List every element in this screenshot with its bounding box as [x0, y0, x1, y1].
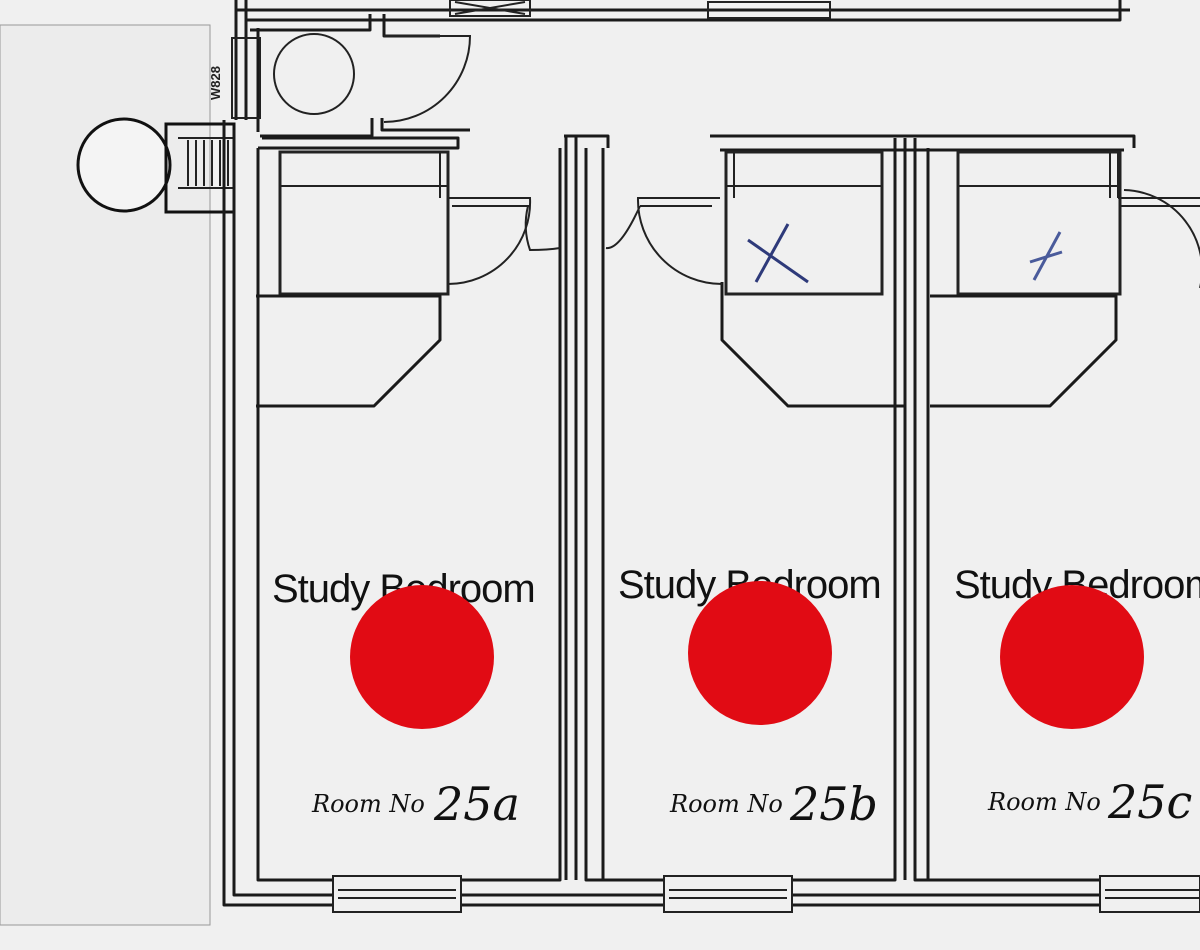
- top-window-right: [707, 1, 831, 19]
- red-sticker: [688, 581, 832, 725]
- room-c: Study Bedroom Room No 25c: [954, 563, 1200, 829]
- room-no-label: Room No: [669, 790, 783, 818]
- room-a-fittings: [256, 150, 561, 408]
- room-number: 25a: [433, 777, 520, 831]
- pen-mark: [747, 223, 809, 284]
- room-b: Study Bedroom Room No 25b: [618, 563, 882, 831]
- wardrobe-icon: [278, 150, 450, 296]
- pen-mark: [1029, 231, 1063, 281]
- room-c-fittings: [930, 150, 1200, 408]
- top-window-left: [449, 0, 531, 17]
- red-sticker: [350, 585, 494, 729]
- room-no-label: Room No: [987, 788, 1101, 816]
- wc-room: [273, 33, 472, 123]
- wardrobe-icon: [724, 150, 884, 296]
- door-frame-left: [231, 37, 261, 119]
- room-no-label: Room No: [311, 790, 425, 818]
- room-a: Study Bedroom Room No 25a: [272, 567, 536, 831]
- red-sticker: [1000, 585, 1144, 729]
- window-icon: [332, 875, 1200, 913]
- stair-icon: [76, 117, 236, 214]
- room-number: 25b: [789, 777, 878, 831]
- wardrobe-icon: [956, 150, 1122, 296]
- ref-code: W828: [208, 66, 223, 100]
- room-b-fittings: [605, 150, 905, 408]
- room-number: 25c: [1107, 775, 1192, 829]
- building-walls: [222, 120, 1200, 907]
